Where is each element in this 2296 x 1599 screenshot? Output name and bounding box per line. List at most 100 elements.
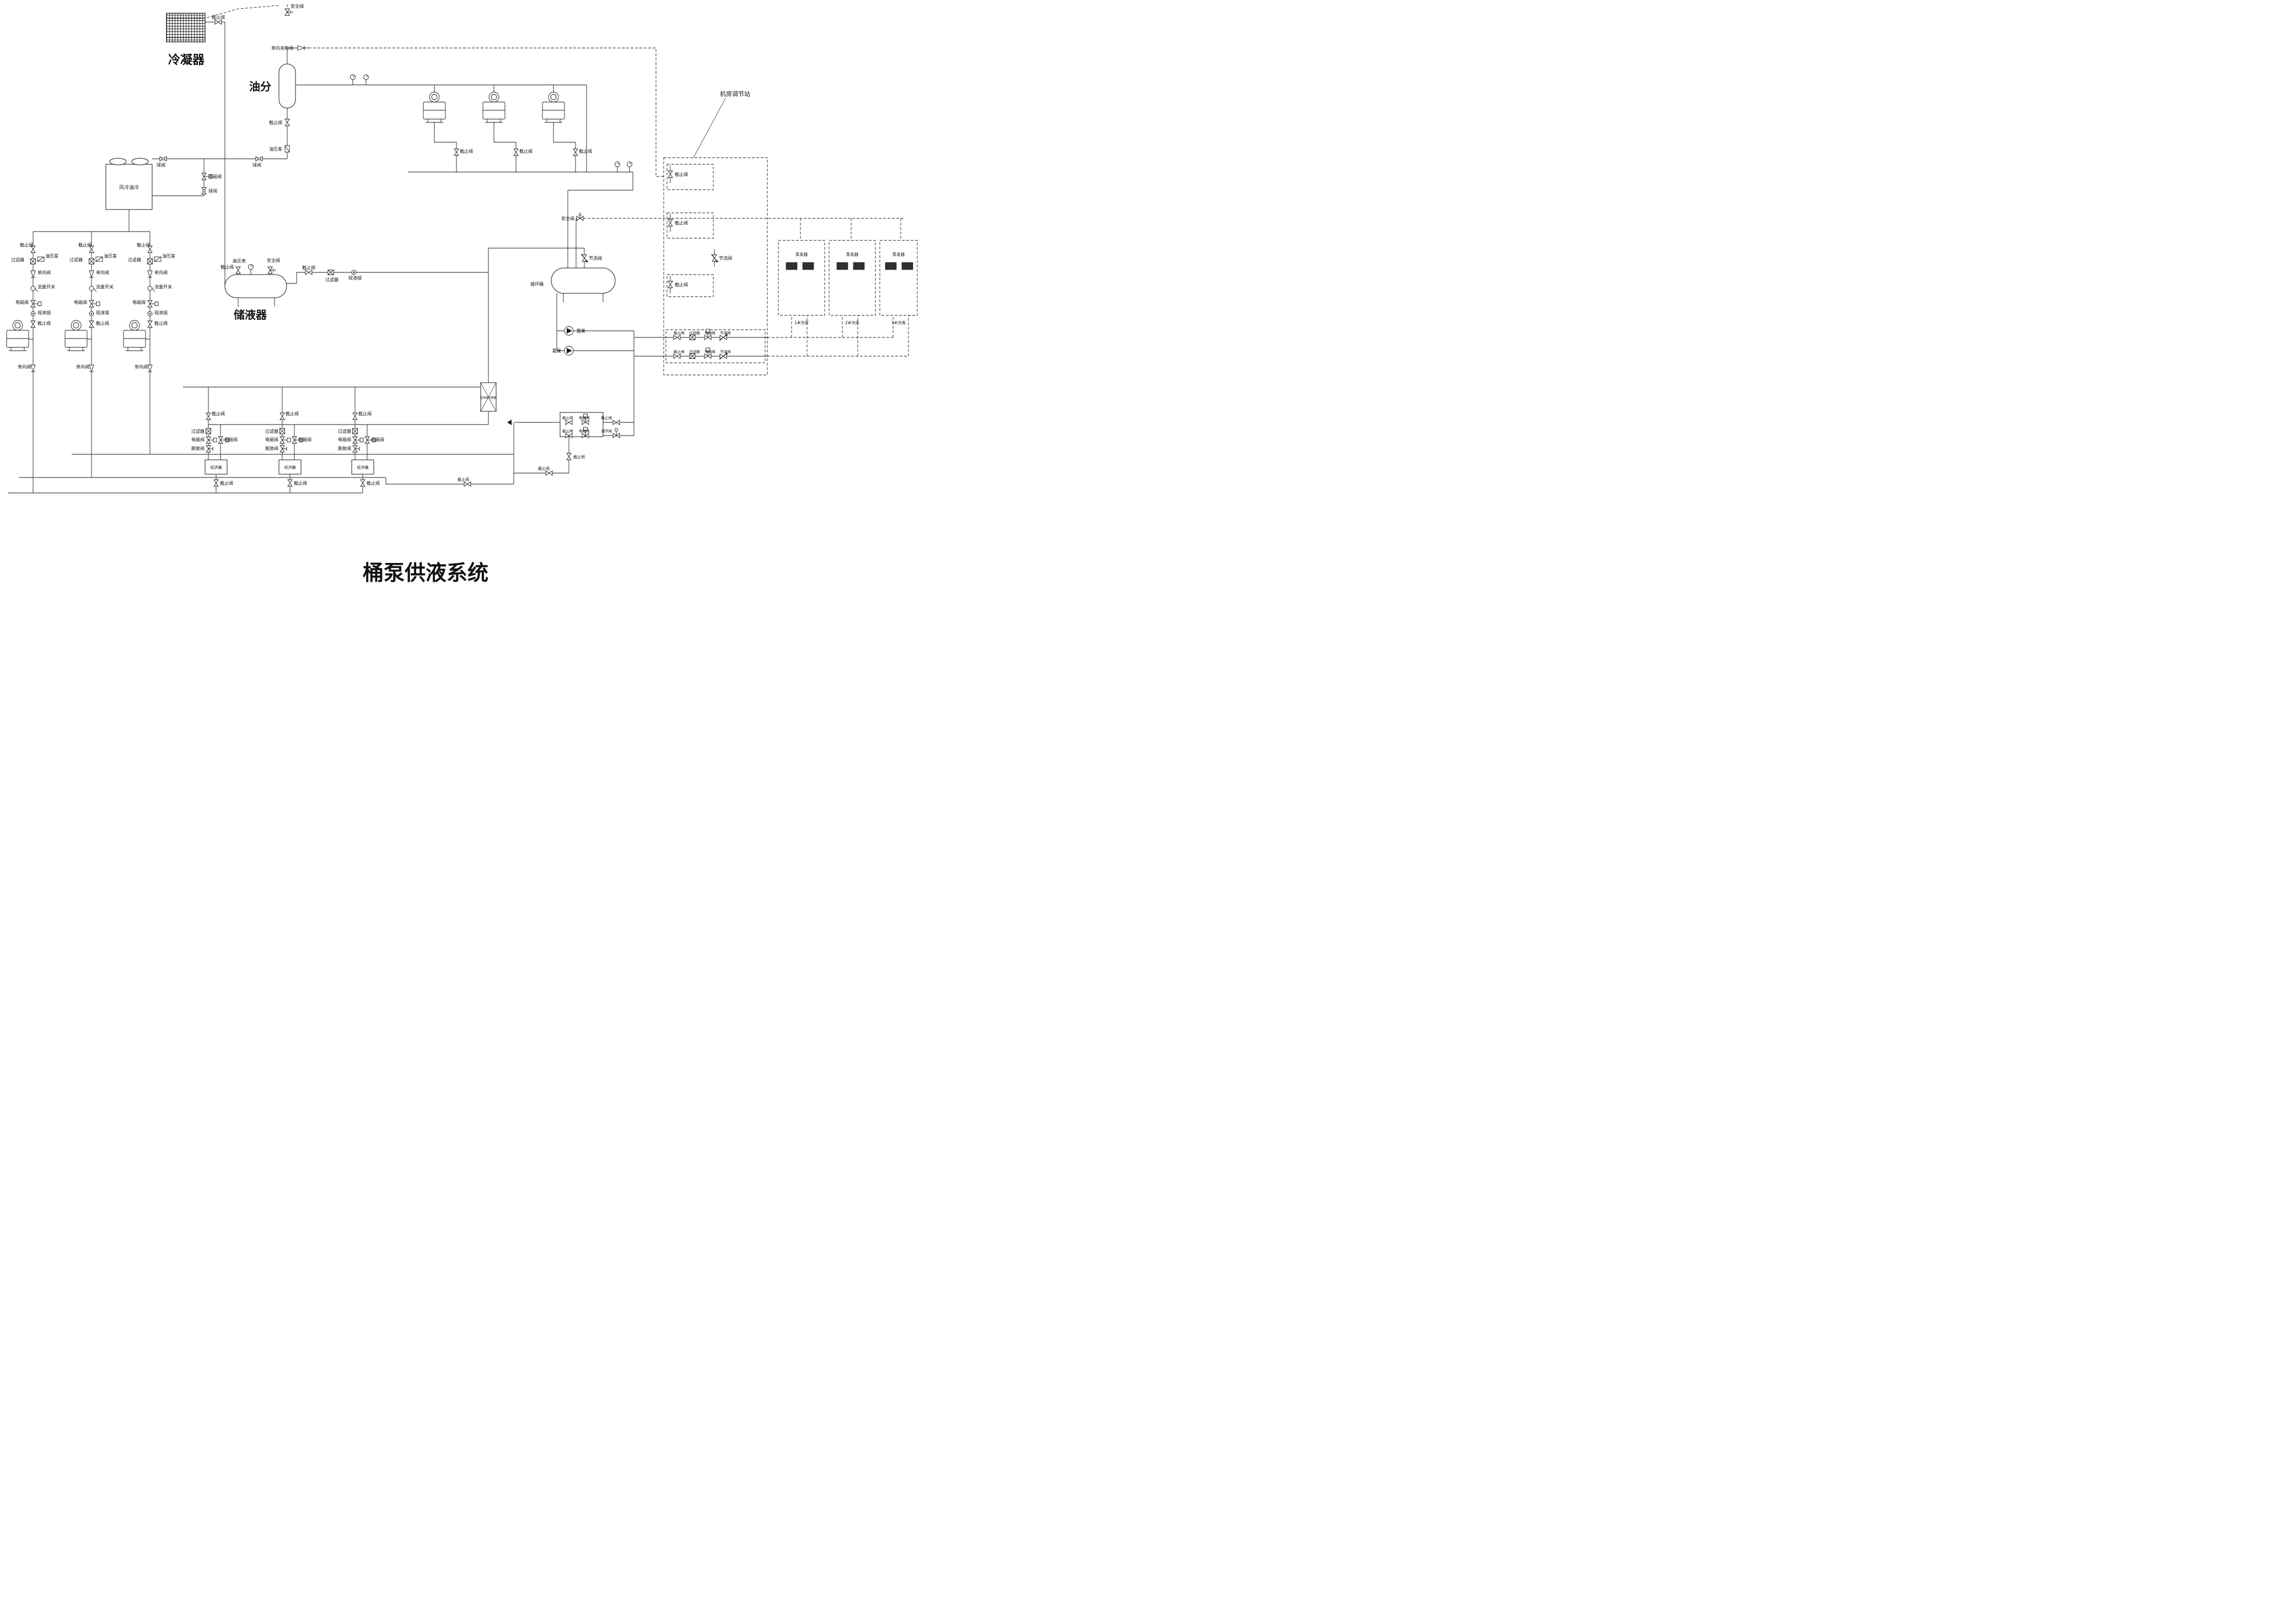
diagram-label: 单向关断阀 [271, 45, 293, 51]
diagram-label: 单向阀 [96, 270, 109, 275]
diagram-label: 截止阀 [675, 171, 688, 177]
diagram-label: 视液镜 [154, 310, 168, 315]
stop-valve-icon [284, 119, 290, 126]
safety-valve-icon [284, 8, 293, 16]
diagram-label: 2#冷库 [845, 320, 860, 325]
regulating-valve-icon [612, 428, 620, 438]
diagram-label: 电磁阀 [705, 330, 716, 335]
expansion-valve-icon [279, 445, 287, 453]
stop-valve-icon [566, 453, 572, 460]
diagram-label: 截止阀 [358, 411, 372, 416]
sight-glass-icon [89, 311, 94, 316]
pipe-supply-row-2 [767, 315, 909, 357]
gauge-icon [248, 264, 254, 275]
receiver-label: 储液器 [234, 308, 267, 321]
pipe-hot-gas [309, 47, 664, 177]
diagram-label: 回油热交换器 [480, 396, 497, 400]
diagram-label: 截止阀 [601, 415, 612, 420]
stop-valve-icon [668, 281, 673, 288]
diagram-label: 油压差 [104, 253, 117, 259]
pump-icon [564, 326, 574, 336]
stop-valve-icon [668, 170, 673, 178]
check-valve-icon [89, 270, 94, 278]
defrost-valve-box [560, 412, 604, 437]
diagram-label: 电磁阀 [371, 437, 384, 442]
diagram-label: 经济器 [284, 465, 296, 470]
diagram-label: 截止阀 [286, 411, 299, 416]
solenoid-valve-icon [206, 436, 217, 444]
diff-pressure-icon [154, 256, 162, 262]
filter-icon [689, 335, 696, 340]
diagram-label: 过滤器 [689, 330, 700, 335]
diagram-label: 视液镜 [96, 310, 109, 315]
diagram-label: 节流阀 [719, 255, 732, 261]
diagram-label: 截止阀 [269, 120, 282, 125]
pipe-barrel-feed [488, 218, 585, 383]
diagram-label: 电磁阀 [224, 437, 238, 442]
compressor-icon [123, 320, 146, 351]
oil-return-heat-exchanger [480, 382, 497, 412]
pipe-network [8, 22, 767, 493]
diagram-label: 球阀 [157, 162, 165, 168]
diagram-label: 电磁阀 [208, 174, 222, 179]
stop-valve-icon [89, 320, 94, 328]
diagram-label: 截止阀 [154, 320, 168, 326]
pipe-oil-lines [152, 108, 288, 196]
condenser-label: 冷凝器 [168, 53, 205, 67]
stop-valve-icon [147, 320, 153, 328]
evaporator-3 [879, 240, 918, 316]
expansion-valve-icon [206, 445, 213, 453]
diagram-label: 高压表 [233, 258, 246, 264]
diagram-label: 电磁阀 [74, 299, 87, 305]
diagram-label: 单向阀 [18, 364, 31, 369]
diagram-label: 电磁阀 [298, 437, 311, 442]
filter-icon [89, 258, 94, 265]
stop-valve-icon [279, 412, 285, 420]
station-valve-group [666, 274, 714, 297]
pipe-receiver-fittings [238, 270, 271, 275]
diff-pressure-icon [37, 256, 45, 262]
pipe-pump-circuit [556, 293, 767, 436]
diagram-canvas: 安全阀截止阀单向关断阀截止阀截止阀截止阀截止阀油压差球阀球阀电磁阀球阀截止阀高压… [0, 0, 918, 640]
diagram-label: 截止阀 [20, 242, 33, 248]
diff-pressure-icon [284, 145, 290, 153]
evaporator-fan-icon [901, 262, 913, 270]
equipment-layer [105, 13, 918, 475]
oil-cooler-label: 风冷油冷 [119, 184, 139, 191]
economizer [351, 459, 374, 475]
diagram-label: 过滤器 [265, 428, 278, 434]
filter-icon [352, 428, 358, 434]
safety-valve-icon [267, 266, 276, 274]
solenoid-valve-icon [147, 300, 159, 308]
diagram-label: 截止阀 [96, 320, 109, 326]
diagram-label: 截止阀 [212, 411, 225, 416]
machine-room-station-boundary [663, 157, 768, 375]
solenoid-valve-icon [89, 300, 100, 308]
pipe-bottom-runs [8, 454, 514, 493]
throttle-valve-icon [580, 254, 588, 262]
diagram-label: 油压差 [162, 253, 175, 259]
diagram-label: 安全阀 [291, 3, 304, 9]
diagram-label: 截止阀 [538, 466, 550, 471]
pipe-suction-manifold [408, 122, 633, 173]
pipe-vent [206, 4, 288, 18]
diagram-label: 截止阀 [460, 148, 473, 154]
diagram-label: 1#冷库 [794, 320, 809, 325]
diagram-label: 膨胀阀 [338, 446, 351, 451]
diagram-label: 油压差 [269, 146, 282, 152]
diagram-label: 球阀 [208, 188, 217, 194]
diagram-label: 截止阀 [294, 480, 307, 486]
diagram-label: 过滤器 [325, 277, 338, 282]
stop-valve-icon [30, 320, 36, 328]
circulation-barrel [551, 267, 616, 294]
ball-valve-icon [255, 156, 263, 162]
diagram-label: 节流阀 [589, 255, 602, 261]
pipe-discharge-manifold [295, 84, 587, 172]
compressor-icon [482, 92, 506, 123]
stop-valve-icon [206, 412, 211, 420]
fan-icon [131, 158, 149, 165]
diagram-label: 截止阀 [212, 14, 225, 20]
oil-separator [278, 63, 296, 109]
check-valve-icon [30, 364, 36, 372]
economizer [205, 459, 228, 475]
